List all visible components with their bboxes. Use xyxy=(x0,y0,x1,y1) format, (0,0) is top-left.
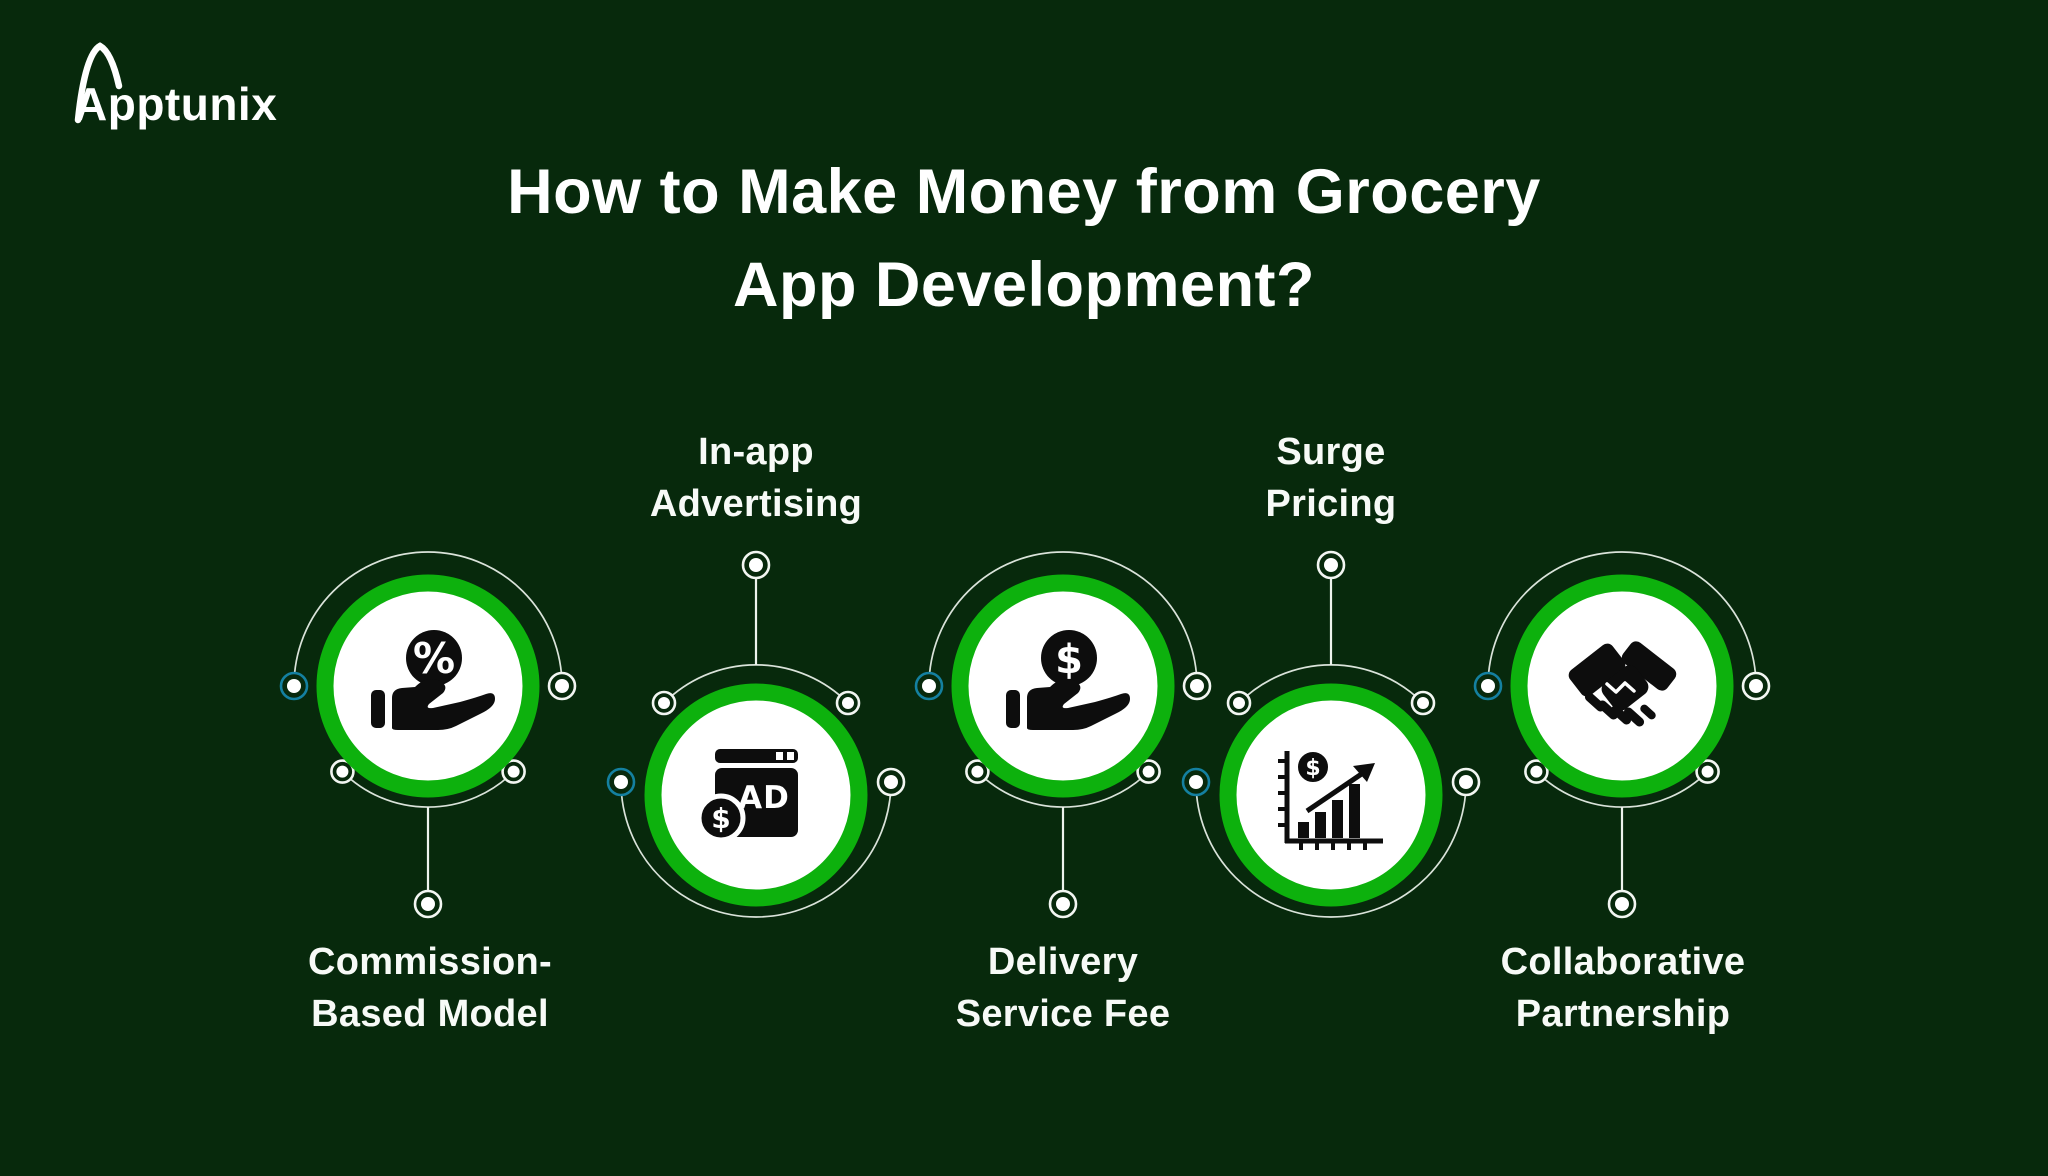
label-commission-based-model: Commission- Based Model xyxy=(200,936,660,1041)
dollar-coin xyxy=(696,793,746,843)
growth-chart-icon: $ xyxy=(1278,748,1383,850)
item-motif-delivery-fee xyxy=(916,552,1210,917)
bar xyxy=(1332,800,1343,838)
label-line: Based Model xyxy=(311,993,549,1036)
left-arm xyxy=(1568,643,1626,697)
label-delivery-service-fee: Delivery Service Fee xyxy=(833,936,1293,1041)
page-title-line2: App Development? xyxy=(732,250,1316,321)
label-line: In-app xyxy=(698,431,814,473)
label-in-app-advertising: In-app Advertising xyxy=(526,426,986,531)
hand-cuff xyxy=(1006,690,1020,728)
titlebar-square xyxy=(787,752,794,760)
label-line: Surge xyxy=(1276,431,1386,473)
label-collaborative-partnership: Collaborative Partnership xyxy=(1393,936,1853,1041)
finger xyxy=(1610,705,1632,725)
page-title: How to Make Money from Grocery App Devel… xyxy=(0,146,2048,332)
dollar-glyph: $ xyxy=(711,802,730,835)
titlebar-square xyxy=(776,752,783,760)
right-arm xyxy=(1621,641,1677,691)
label-surge-pricing: Surge Pricing xyxy=(1101,426,1561,531)
label-line: Advertising xyxy=(649,483,863,526)
item-motif-inapp-ads xyxy=(608,552,904,917)
percent-hand-icon: % xyxy=(371,630,495,730)
ad-glyph: AD xyxy=(738,780,790,816)
item-motif-surge-pricing xyxy=(1183,552,1479,917)
item-motif-partnership xyxy=(1475,552,1769,917)
thumb xyxy=(1640,704,1656,720)
finger xyxy=(1623,707,1645,727)
percent-glyph: % xyxy=(413,634,455,683)
page-title-line1: How to Make Money from Grocery xyxy=(507,157,1541,227)
hand-shape xyxy=(1027,679,1130,730)
hand-cuff xyxy=(371,690,385,728)
finger xyxy=(1597,700,1619,720)
ad-window-icon: AD $ xyxy=(696,749,798,843)
dollar-coin xyxy=(1294,748,1332,786)
bar xyxy=(1315,812,1326,838)
dollar-glyph: $ xyxy=(1305,756,1320,781)
bar xyxy=(1349,784,1360,838)
label-line: Pricing xyxy=(1265,483,1397,526)
clasped-hands xyxy=(1601,665,1649,711)
handshake-icon xyxy=(1568,641,1677,727)
dollar-glyph: $ xyxy=(1055,637,1083,683)
trend-arrow-head xyxy=(1353,763,1375,782)
label-line: Service Fee xyxy=(955,993,1171,1036)
apptunix-logo-graphic: Apptunix xyxy=(74,42,277,130)
label-line: Collaborative xyxy=(1500,941,1746,983)
trend-arrow-line xyxy=(1305,770,1365,814)
logo-arch-icon xyxy=(74,42,123,124)
hand-shape xyxy=(392,679,495,730)
label-line: Partnership xyxy=(1515,993,1731,1036)
window-titlebar xyxy=(715,749,798,763)
dollar-hand-icon: $ xyxy=(1006,630,1130,730)
label-line: Commission- xyxy=(308,941,552,983)
dollar-coin xyxy=(1041,630,1097,686)
logo-text: Apptunix xyxy=(74,78,277,130)
item-motif-commission xyxy=(281,552,575,917)
label-line: Delivery xyxy=(987,941,1139,983)
apptunix-logo: Apptunix xyxy=(74,42,334,132)
interlock-line xyxy=(1605,681,1636,694)
bar xyxy=(1298,822,1309,838)
percent-coin xyxy=(406,630,462,686)
